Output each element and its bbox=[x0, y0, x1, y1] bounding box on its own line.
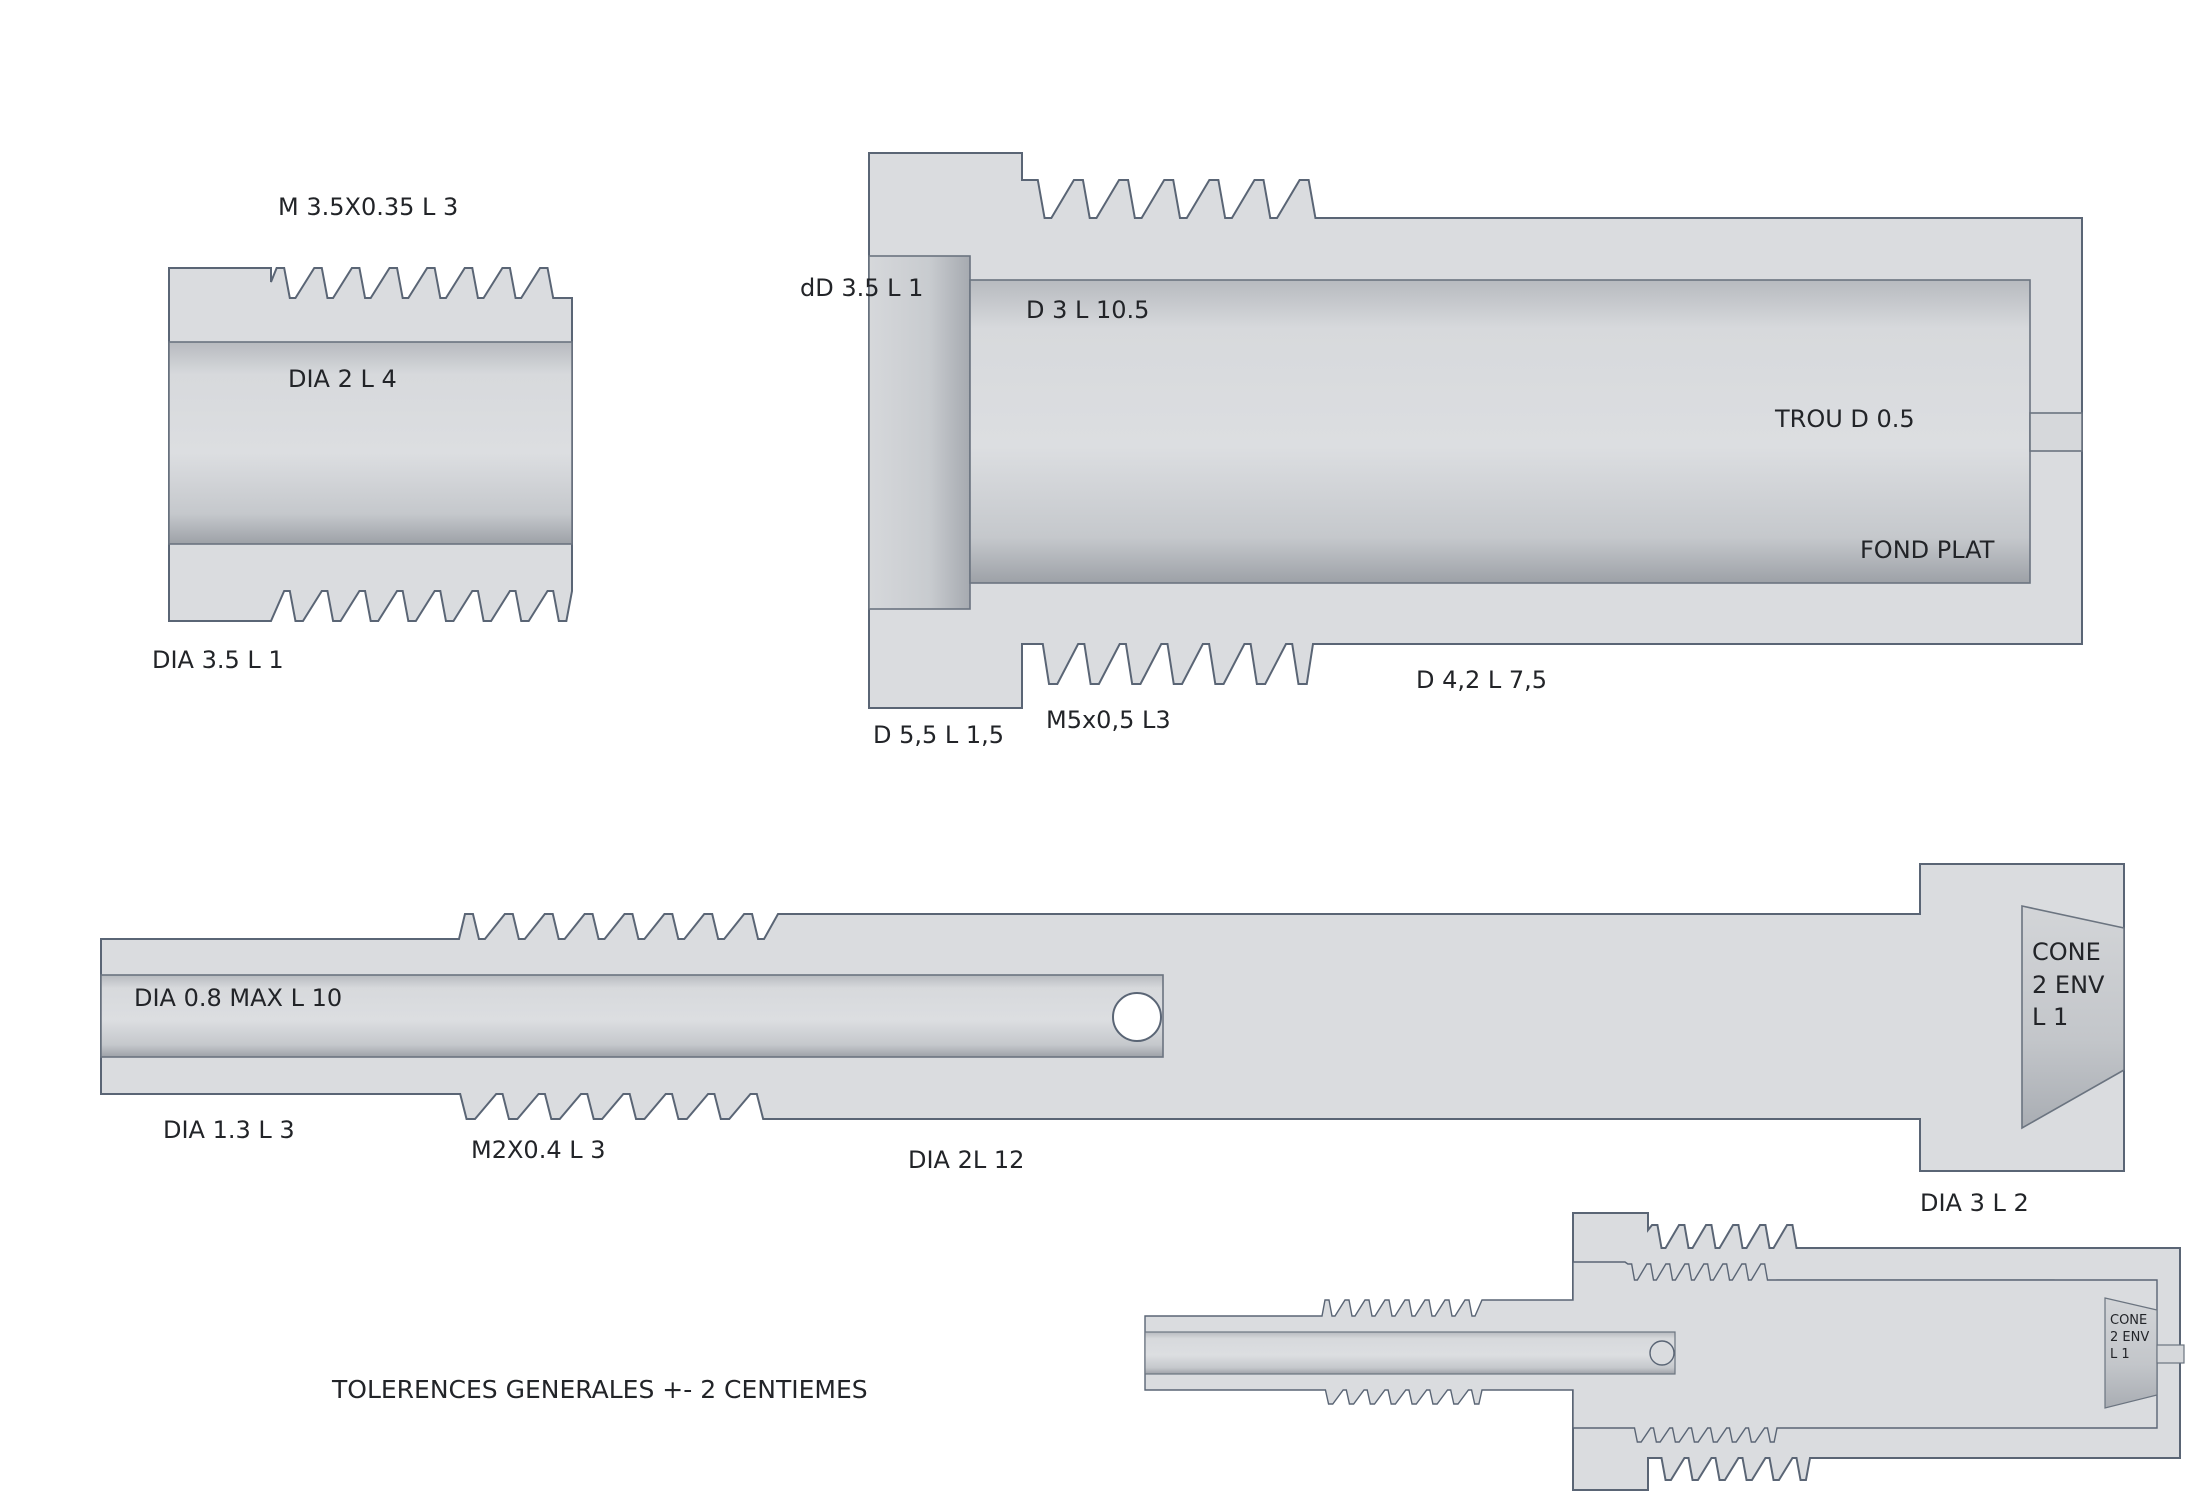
body-outer-label: D 4,2 L 7,5 bbox=[1416, 666, 1547, 694]
pin-head-label: DIA 3 L 2 bbox=[1920, 1189, 2029, 1217]
body-part: dD 3.5 L 1 D 3 L 10.5 TROU D 0.5 FOND PL… bbox=[800, 152, 2083, 749]
body-hole-label: TROU D 0.5 bbox=[1774, 405, 1915, 433]
pin-bore-label: DIA 0.8 MAX L 10 bbox=[134, 984, 342, 1012]
sleeve-outer-label: DIA 3.5 L 1 bbox=[152, 646, 284, 674]
pin-cone-label-line2: 2 ENV bbox=[2032, 971, 2105, 999]
sleeve-bore-label: DIA 2 L 4 bbox=[288, 365, 397, 393]
assembly-pin-cross-hole bbox=[1649, 1340, 1675, 1366]
assembly-hole bbox=[2156, 1344, 2185, 1364]
assembly-cone-label: CONE 2 ENV L 1 bbox=[2110, 1313, 2153, 1362]
pin-cone-label: CONE 2 ENV L 1 bbox=[2032, 938, 2112, 1031]
sleeve-part: M 3.5X0.35 L 3 DIA 2 L 4 DIA 3.5 L 1 bbox=[152, 193, 573, 674]
pin-cone-label-line3: L 1 bbox=[2032, 1003, 2068, 1031]
sleeve-bore bbox=[168, 341, 573, 545]
body-bore bbox=[969, 279, 2031, 584]
pin-tip-label: DIA 1.3 L 3 bbox=[163, 1116, 295, 1144]
body-head-label: D 5,5 L 1,5 bbox=[873, 721, 1004, 749]
pin-bore bbox=[100, 974, 1164, 1058]
pin-shaft-label: DIA 2L 12 bbox=[908, 1146, 1024, 1174]
body-counterbore bbox=[868, 255, 971, 610]
pin-part: DIA 0.8 MAX L 10 CONE 2 ENV L 1 DIA 1.3 … bbox=[100, 863, 2125, 1217]
assembly-cone-label-line1: CONE bbox=[2110, 1313, 2147, 1328]
pin-thread-label: M2X0.4 L 3 bbox=[471, 1136, 605, 1164]
body-bore-label: D 3 L 10.5 bbox=[1026, 296, 1149, 324]
assembly-view: CONE 2 ENV L 1 bbox=[1144, 1212, 2185, 1491]
sleeve-thread-label: M 3.5X0.35 L 3 bbox=[278, 193, 458, 221]
pin-cone bbox=[2021, 905, 2125, 1130]
pin-cross-hole bbox=[1112, 992, 1162, 1042]
tolerance-note: TOLERENCES GENERALES +- 2 CENTIEMES bbox=[331, 1375, 868, 1404]
body-bottom-label: FOND PLAT bbox=[1860, 536, 1995, 564]
body-counterbore-label: dD 3.5 L 1 bbox=[800, 274, 923, 302]
assembly-cone-label-line2: 2 ENV bbox=[2110, 1330, 2149, 1345]
body-hole bbox=[2029, 412, 2083, 452]
assembly-cone bbox=[2104, 1297, 2158, 1409]
pin-cone-label-line1: CONE bbox=[2032, 938, 2101, 966]
body-thread-label: M5x0,5 L3 bbox=[1046, 706, 1171, 734]
assembly-pin-bore bbox=[1144, 1331, 1676, 1375]
assembly-cone-label-line3: L 1 bbox=[2110, 1347, 2130, 1362]
